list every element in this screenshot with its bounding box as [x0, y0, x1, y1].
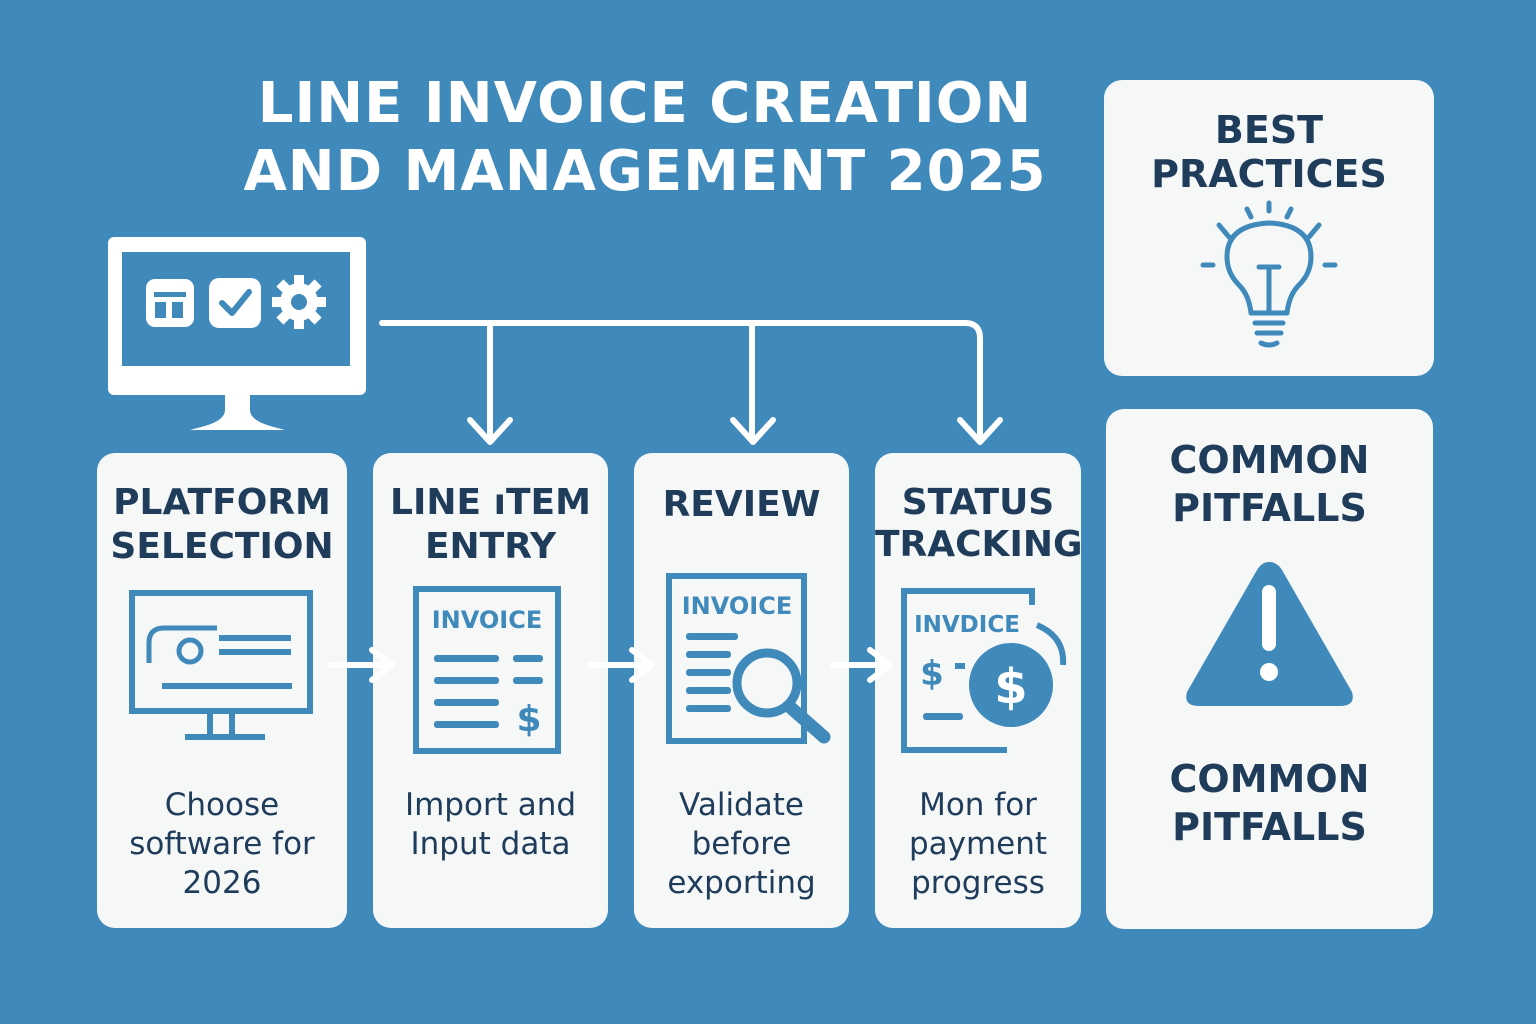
step-description: Input data	[410, 826, 571, 862]
invoice-label: INVOICE	[682, 592, 793, 620]
step-description: payment	[908, 826, 1048, 862]
step-card-review[interactable]: REVIEW INVOICE Validate before exporting	[634, 453, 849, 928]
panel-title-line: COMMON	[1169, 757, 1370, 801]
step-description: Choose	[164, 787, 280, 823]
step-description: exporting	[667, 865, 816, 901]
step-title-line: PLATFORM	[113, 482, 331, 523]
panel-title-line: COMMON	[1169, 438, 1370, 482]
step-title-line: REVIEW	[662, 484, 821, 525]
invoice-label: INVOICE	[432, 606, 543, 634]
step-description: before	[691, 826, 792, 862]
panel-title-line: BEST	[1214, 108, 1324, 152]
panel-title-line: PITFALLS	[1172, 805, 1367, 849]
step-title-line: SELECTION	[110, 526, 334, 567]
invoice-dollar-coin-icon: INVDICE $ $	[901, 588, 1067, 753]
svg-text:$: $	[516, 699, 541, 740]
invoice-document-icon: INVOICE $	[413, 586, 561, 754]
step-title-line: STATUS	[901, 482, 1055, 523]
branch-arrows	[379, 320, 1003, 445]
step-description: 2026	[182, 865, 262, 901]
invoice-label: INVDICE	[914, 612, 1020, 638]
best-practices-panel[interactable]: BEST PRACTICES	[1104, 80, 1434, 376]
step-title-line: TRACKING	[875, 524, 1083, 565]
step-card-platform-selection[interactable]: PLATFORM SELECTION Choose software for 2…	[97, 453, 347, 928]
svg-text:$: $	[994, 659, 1027, 715]
warning-triangle-icon	[1186, 562, 1353, 706]
step-description: software for	[129, 826, 315, 862]
step-title-line: LINE ıTEM	[390, 482, 591, 523]
step-description: Import and	[404, 787, 577, 823]
monitor-profile-icon	[129, 590, 313, 740]
step-card-status-tracking[interactable]: STATUS TRACKING INVDICE $ $ Mon for paym…	[875, 453, 1083, 928]
step-description: Validate	[679, 787, 804, 823]
common-pitfalls-panel[interactable]: COMMON PITFALLS COMMON PITFALLS	[1106, 409, 1433, 929]
step-description: progress	[911, 865, 1045, 901]
computer-monitor-icon	[108, 237, 366, 430]
page-title: LINE INVOICE CREATION AND MANAGEMENT 202…	[243, 71, 1047, 204]
invoice-magnifier-icon: INVOICE	[666, 573, 831, 744]
step-card-line-item-entry[interactable]: LINE ıTEM ENTRY INVOICE $ Import and Inp…	[373, 453, 608, 928]
panel-title-line: PRACTICES	[1151, 152, 1387, 196]
svg-text:$: $	[920, 654, 944, 694]
panel-title-line: PITFALLS	[1172, 486, 1367, 530]
lightbulb-icon	[1200, 200, 1338, 348]
step-title-line: ENTRY	[424, 526, 557, 567]
step-description: Mon for	[919, 787, 1037, 823]
